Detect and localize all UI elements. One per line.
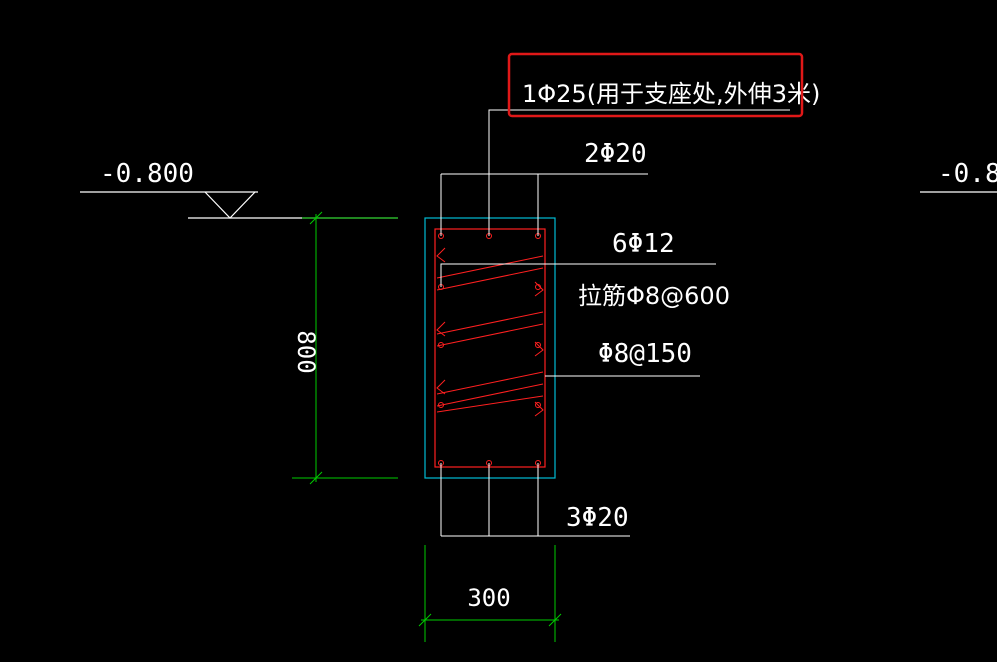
- elevation-left-label: -0.800: [100, 159, 194, 189]
- tie-bar-3b: [436, 383, 544, 407]
- side-bars-leader: [440, 263, 716, 287]
- rebar-side-left-3: [438, 402, 444, 408]
- bottom-bars-label: 3Φ20: [566, 503, 629, 533]
- tie-bar-1b: [436, 267, 544, 291]
- elevation-marker-left: -0.800: [80, 159, 398, 219]
- concrete-section-outline: [424, 217, 556, 479]
- tie-hook-4: [534, 341, 544, 357]
- tie-bar-3: [436, 371, 544, 395]
- tie-bar-2: [436, 311, 544, 335]
- tie-hook-1: [436, 247, 446, 263]
- rebar-side-right-1: [535, 284, 541, 290]
- support-bar-leader: [488, 109, 790, 236]
- tie-bars: [436, 247, 544, 417]
- tie-bar-3c: [436, 395, 544, 413]
- top-bars-label: 2Φ20: [584, 139, 647, 169]
- support-bar-label: 1Φ25(用于支座处,外伸3米): [522, 80, 820, 108]
- tie-hook-6: [534, 401, 544, 417]
- tie-bar-1: [436, 255, 544, 279]
- elevation-marker-right: -0.80: [920, 159, 997, 193]
- rebar-side-left-2: [438, 342, 444, 348]
- stirrup-outline: [434, 228, 546, 468]
- highlight-box: [507, 52, 804, 118]
- tie-bars-label: 拉筋Φ8@600: [578, 282, 730, 310]
- leader-lines: [440, 109, 790, 537]
- tie-hook-5: [436, 379, 446, 395]
- side-bars-label: 6Φ12: [612, 229, 675, 259]
- height-dimension-label: 800: [292, 330, 320, 373]
- elevation-right-label: -0.80: [938, 159, 997, 189]
- rebar-side-right-2: [535, 342, 541, 348]
- rebar-side-right-3: [535, 402, 541, 408]
- tie-hook-3: [436, 321, 446, 337]
- tie-bar-2b: [436, 323, 544, 347]
- width-dimension: [418, 545, 562, 642]
- stirrups-label: Φ8@150: [598, 339, 692, 369]
- width-dimension-label: 300: [467, 584, 510, 612]
- height-dimension: [292, 211, 398, 485]
